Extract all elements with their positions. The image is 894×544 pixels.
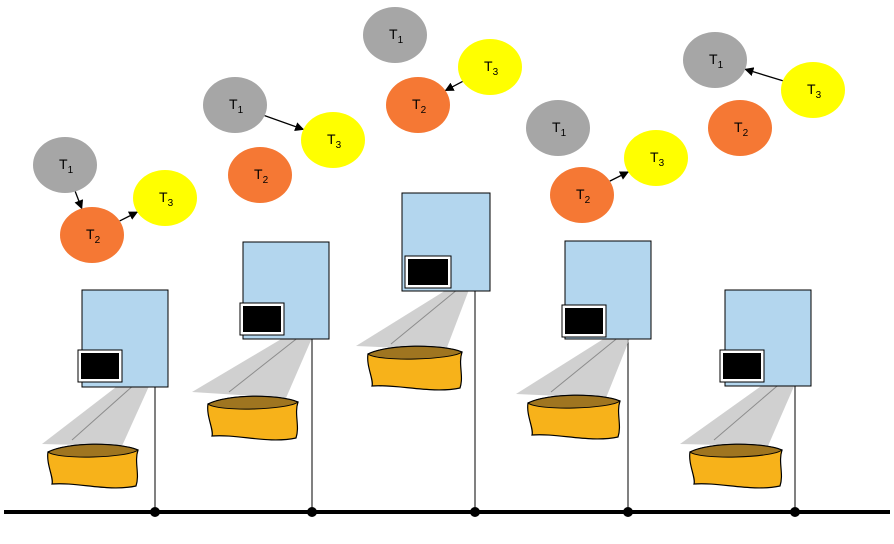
- task-node-t2-shape: [708, 100, 772, 156]
- projection-beam: [192, 338, 312, 398]
- task-node-t2-label: T2: [576, 186, 591, 206]
- dependency-arrow-t1-to-t3: [264, 114, 305, 131]
- cup-top: [207, 395, 299, 410]
- device-screen: [408, 259, 448, 285]
- task-node-t2-label: T2: [734, 119, 749, 139]
- task-node-t1: T1: [683, 32, 747, 88]
- device-screen: [243, 306, 281, 332]
- task-node-t3-shape: [133, 170, 197, 226]
- cup-top: [47, 443, 139, 458]
- cup-top: [689, 443, 783, 458]
- task-node-t2-shape: [386, 77, 450, 133]
- task-node-t3: T3: [624, 130, 688, 186]
- task-node-t1: T1: [526, 100, 590, 156]
- task-node-t3-label: T3: [159, 189, 174, 209]
- beam-center-line: [713, 383, 780, 441]
- projection-beam: [356, 287, 470, 350]
- dependency-arrow-t3-to-t2: [444, 80, 463, 92]
- bus-tap-node: [150, 507, 160, 517]
- bus-tap-node: [623, 507, 633, 517]
- task-node-t2: T2: [60, 207, 124, 263]
- task-node-t3-shape: [781, 62, 845, 118]
- task-node-t1-label: T1: [229, 96, 244, 116]
- beam-center-line: [228, 337, 298, 393]
- dependency-arrow-t3-to-t1: [744, 67, 783, 82]
- bus-tap-node: [470, 507, 480, 517]
- task-node-t3-label: T3: [484, 58, 499, 78]
- task-node-t1-label: T1: [59, 156, 74, 176]
- task-node-t2-shape: [550, 167, 614, 223]
- task-node-t1: T1: [363, 7, 427, 63]
- task-node-t1: T1: [33, 137, 97, 193]
- task-node-t1-label: T1: [552, 119, 567, 139]
- dependency-arrow-t2-to-t3: [119, 211, 139, 222]
- task-node-t1-label: T1: [709, 51, 724, 71]
- task-node-t3: T3: [301, 112, 365, 168]
- task-node-t1-shape: [33, 137, 97, 193]
- task-node-t1-shape: [683, 32, 747, 88]
- task-node-t2-label: T2: [86, 226, 101, 246]
- task-node-t1-shape: [203, 77, 267, 133]
- projection-beam: [42, 384, 150, 446]
- task-node-t3: T3: [133, 170, 197, 226]
- task-node-t1: T1: [203, 77, 267, 133]
- projection-beam: [680, 384, 795, 446]
- task-node-t3-shape: [458, 39, 522, 95]
- dependency-arrow-t2-to-t3: [609, 171, 630, 182]
- projection-beam: [516, 338, 630, 398]
- beam-center-line: [390, 286, 461, 345]
- device-screen: [723, 353, 761, 379]
- task-node-t2: T2: [386, 77, 450, 133]
- task-node-t2: T2: [228, 147, 292, 203]
- device-screen: [81, 353, 119, 379]
- task-node-t2: T2: [550, 167, 614, 223]
- dependency-arrow-t1-to-t2: [74, 191, 84, 210]
- cup-top: [367, 345, 463, 360]
- task-node-t2: T2: [708, 100, 772, 156]
- task-node-t3: T3: [458, 39, 522, 95]
- task-node-t3: T3: [781, 62, 845, 118]
- device-screen: [565, 308, 603, 334]
- task-node-t3-label: T3: [650, 149, 665, 169]
- task-node-t2-shape: [60, 207, 124, 263]
- beam-center-line: [71, 383, 136, 441]
- task-node-t2-label: T2: [412, 96, 427, 116]
- beam-center-line: [550, 337, 618, 393]
- task-node-t3-shape: [301, 112, 365, 168]
- cup-top: [527, 394, 621, 409]
- task-node-t3-label: T3: [327, 131, 342, 151]
- task-node-t3-shape: [624, 130, 688, 186]
- task-node-t3-label: T3: [807, 81, 822, 101]
- task-node-t2-label: T2: [254, 166, 269, 186]
- bus-tap-node: [307, 507, 317, 517]
- task-node-t1-label: T1: [389, 26, 404, 46]
- task-node-t1-shape: [526, 100, 590, 156]
- task-node-t2-shape: [228, 147, 292, 203]
- task-node-t1-shape: [363, 7, 427, 63]
- bus-tap-node: [790, 507, 800, 517]
